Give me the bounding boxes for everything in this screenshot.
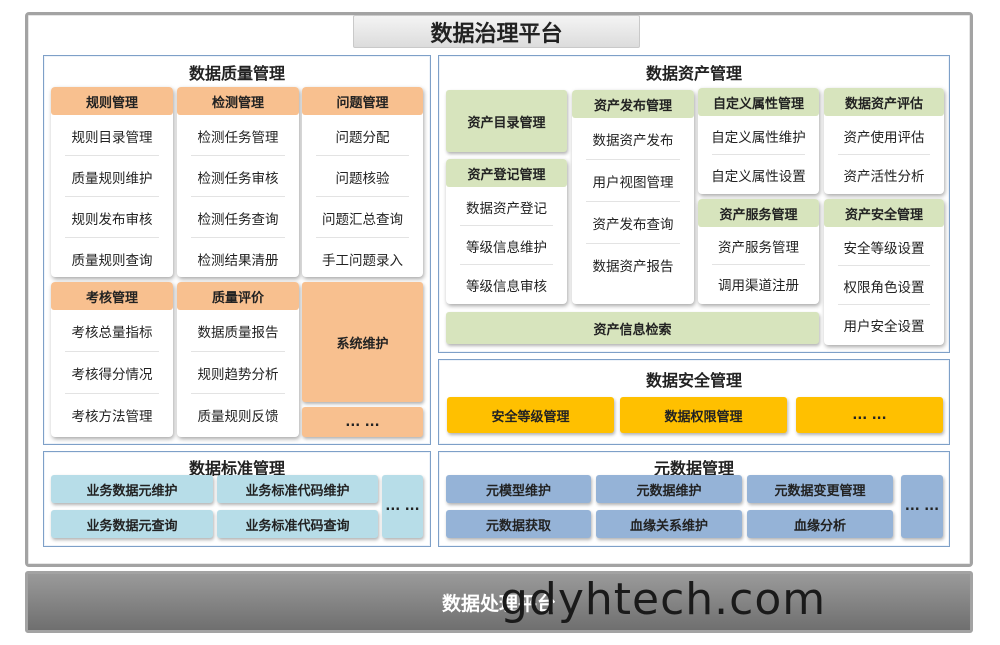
- list-item: 检测结果清册: [197, 252, 279, 269]
- standard-more-block: ... ...: [382, 475, 423, 538]
- asset-section-title: 数据资产管理: [645, 64, 742, 83]
- list-item: 规则目录管理: [51, 115, 173, 156]
- metadata-more-block: ... ...: [901, 475, 943, 538]
- asset-search-block: 资产信息检索: [446, 312, 819, 344]
- security-more-block: ... ...: [796, 397, 943, 433]
- list-item: 资产发布查询: [572, 202, 694, 244]
- detect-management-header: 检测管理: [177, 87, 299, 115]
- list-item: 数据资产登记: [446, 187, 567, 226]
- assess-management-header: 考核管理: [51, 282, 173, 310]
- list-item: 资产使用评估: [824, 116, 944, 155]
- metadata-section-title: 元数据管理: [653, 459, 734, 478]
- rule-management-card: 规则管理 规则目录管理 质量规则维护 规则发布审核 质量规则查询: [51, 87, 173, 277]
- list-item: 手工问题录入: [322, 252, 403, 269]
- list-item: 考核方法管理: [71, 409, 153, 425]
- asset-register-header: 资产登记管理: [446, 159, 567, 187]
- list-item: 检测任务管理: [177, 115, 299, 156]
- platform-title: 数据治理平台: [353, 15, 640, 48]
- asset-publish-card: 资产发布管理 数据资产发布 用户视图管理 资产发布查询 数据资产报告: [572, 90, 694, 304]
- list-item: 检测任务审核: [177, 156, 299, 197]
- list-item: 资产活性分析: [843, 168, 925, 185]
- custom-attribute-card: 自定义属性管理 自定义属性维护 自定义属性设置: [698, 88, 819, 194]
- list-item: 用户安全设置: [843, 318, 925, 335]
- metadata-item-model-maintain: 元模型维护: [446, 475, 591, 503]
- asset-evaluation-card: 数据资产评估 资产使用评估 资产活性分析: [824, 88, 944, 194]
- list-item: 自定义属性设置: [711, 168, 806, 185]
- metadata-item-maintain: 元数据维护: [596, 475, 742, 503]
- data-processing-platform-label: 数据处理平台: [441, 592, 556, 615]
- standard-item-element-query: 业务数据元查询: [51, 510, 213, 538]
- standard-section-title: 数据标准管理: [188, 459, 285, 478]
- standard-item-code-maintain: 业务标准代码维护: [217, 475, 378, 503]
- list-item: 规则趋势分析: [177, 352, 299, 394]
- standard-item-element-maintain: 业务数据元维护: [51, 475, 213, 503]
- metadata-item-lineage-analysis: 血缘分析: [747, 510, 893, 538]
- list-item: 规则发布审核: [51, 197, 173, 238]
- asset-evaluation-header: 数据资产评估: [824, 88, 944, 116]
- list-item: 数据资产发布: [572, 118, 694, 160]
- quality-evaluation-header: 质量评价: [177, 282, 299, 310]
- list-item: 自定义属性维护: [698, 116, 819, 155]
- metadata-item-lineage-maintain: 血缘关系维护: [596, 510, 742, 538]
- list-item: 调用渠道注册: [718, 278, 799, 294]
- asset-register-card: 资产登记管理 数据资产登记 等级信息维护 等级信息审核: [446, 159, 567, 304]
- list-item: 质量规则维护: [51, 156, 173, 197]
- quality-more-block: ... ...: [302, 407, 423, 437]
- metadata-item-change: 元数据变更管理: [747, 475, 893, 503]
- list-item: 数据质量报告: [177, 310, 299, 352]
- list-item: 用户视图管理: [572, 160, 694, 202]
- data-processing-platform-bar: 数据处理平台: [25, 571, 973, 633]
- list-item: 等级信息审核: [466, 278, 547, 295]
- data-permission-block: 数据权限管理: [620, 397, 787, 433]
- list-item: 质量规则查询: [71, 252, 153, 269]
- list-item: 检测任务查询: [177, 197, 299, 238]
- standard-item-code-query: 业务标准代码查询: [217, 510, 378, 538]
- asset-security-card: 资产安全管理 安全等级设置 权限角色设置 用户安全设置: [824, 199, 944, 345]
- data-security-section-title: 数据安全管理: [645, 371, 742, 390]
- issue-management-header: 问题管理: [302, 87, 423, 115]
- list-item: 考核得分情况: [51, 352, 173, 394]
- issue-management-card: 问题管理 问题分配 问题核验 问题汇总查询 手工问题录入: [302, 87, 423, 277]
- list-item: 考核总量指标: [51, 310, 173, 352]
- list-item: 问题核验: [302, 156, 423, 197]
- detect-management-card: 检测管理 检测任务管理 检测任务审核 检测任务查询 检测结果清册: [177, 87, 299, 277]
- asset-catalog-block: 资产目录管理: [446, 90, 567, 152]
- list-item: 安全等级设置: [824, 227, 944, 266]
- security-level-block: 安全等级管理: [447, 397, 614, 433]
- custom-attribute-header: 自定义属性管理: [698, 88, 819, 116]
- list-item: 等级信息维护: [446, 226, 567, 265]
- list-item: 资产服务管理: [698, 227, 819, 265]
- asset-security-header: 资产安全管理: [824, 199, 944, 227]
- list-item: 权限角色设置: [824, 266, 944, 305]
- metadata-item-acquire: 元数据获取: [446, 510, 591, 538]
- quality-evaluation-card: 质量评价 数据质量报告 规则趋势分析 质量规则反馈: [177, 282, 299, 437]
- assess-management-card: 考核管理 考核总量指标 考核得分情况 考核方法管理: [51, 282, 173, 437]
- list-item: 问题分配: [302, 115, 423, 156]
- system-maintenance-block: 系统维护: [302, 282, 423, 402]
- list-item: 质量规则反馈: [197, 409, 279, 425]
- asset-service-header: 资产服务管理: [698, 199, 819, 227]
- asset-publish-header: 资产发布管理: [572, 90, 694, 118]
- quality-section-title: 数据质量管理: [188, 64, 285, 83]
- list-item: 数据资产报告: [592, 259, 674, 275]
- rule-management-header: 规则管理: [51, 87, 173, 115]
- list-item: 问题汇总查询: [302, 197, 423, 238]
- asset-service-card: 资产服务管理 资产服务管理 调用渠道注册: [698, 199, 819, 304]
